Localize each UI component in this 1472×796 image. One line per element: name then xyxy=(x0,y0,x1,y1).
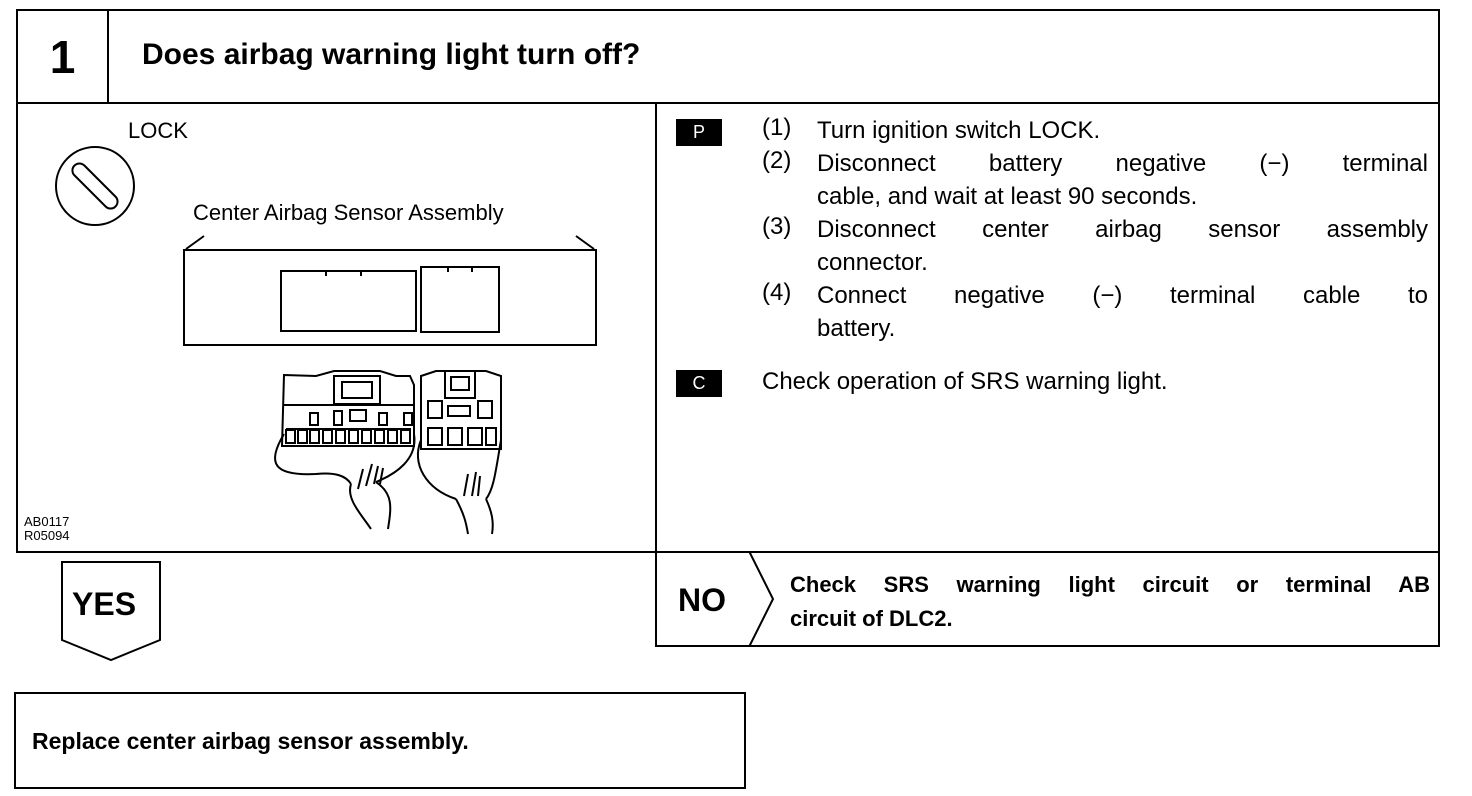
step-text: Disconnect center airbag sensor assembly… xyxy=(817,213,1428,279)
figure-code: R05094 xyxy=(24,528,70,543)
prepare-badge: P xyxy=(676,119,722,146)
step-question: Does airbag warning light turn off? xyxy=(142,38,641,71)
step-text-line: Disconnect battery negative (−) terminal xyxy=(817,150,1428,177)
connector-right xyxy=(420,370,502,450)
yes-label: YES xyxy=(72,586,137,622)
step-text-line: connector. xyxy=(817,249,928,276)
step-text-line: Disconnect center airbag sensor assembly xyxy=(817,216,1428,243)
airbag-sensor-illustration xyxy=(55,146,597,535)
no-outcome-box xyxy=(655,551,1440,647)
step-text-line: battery. xyxy=(817,315,896,342)
figure-codes: AB0117 R05094 xyxy=(24,515,70,543)
step-text-line: Connect negative (−) terminal cable to xyxy=(817,282,1428,309)
check-text: Check operation of SRS warning light. xyxy=(762,368,1168,395)
step-text-line: cable, and wait at least 90 seconds. xyxy=(817,183,1198,210)
step-header xyxy=(16,9,1440,104)
no-arrow-divider xyxy=(748,551,775,647)
yes-result-box xyxy=(14,692,746,789)
figure-code: AB0117 xyxy=(24,514,70,529)
procedure-step: (3) Disconnect center airbag sensor asse… xyxy=(762,213,1428,279)
ignition-key-icon xyxy=(55,146,135,226)
step-text: Connect negative (−) terminal cable to b… xyxy=(817,279,1428,345)
step-index: (2) xyxy=(762,147,792,174)
step-number-box xyxy=(16,9,109,104)
no-label: NO xyxy=(678,582,726,618)
connector-left xyxy=(280,370,415,447)
check-badge: C xyxy=(676,370,722,397)
sensor-label: Center Airbag Sensor Assembly xyxy=(193,200,504,225)
lock-label: LOCK xyxy=(128,118,188,143)
yes-arrow-shape xyxy=(61,561,161,662)
procedure-step: (4) Connect negative (−) terminal cable … xyxy=(762,279,1428,345)
step-text: Disconnect battery negative (−) terminal… xyxy=(817,147,1428,213)
procedure-step: (2) Disconnect battery negative (−) term… xyxy=(762,147,1428,213)
step-index: (3) xyxy=(762,213,792,240)
step-number: 1 xyxy=(49,30,76,83)
procedure-step: (1) Turn ignition switch LOCK. xyxy=(762,114,1428,147)
no-result-text: Check SRS warning light circuit or termi… xyxy=(790,568,1430,636)
step-index: (1) xyxy=(762,114,792,141)
step-text: Turn ignition switch LOCK. xyxy=(817,114,1428,147)
no-result-line: circuit of DLC2. xyxy=(790,606,953,631)
yes-result-text: Replace center airbag sensor assembly. xyxy=(32,728,469,754)
no-result-line: Check SRS warning light circuit or termi… xyxy=(790,572,1430,597)
step-text-line: Turn ignition switch LOCK. xyxy=(817,117,1101,144)
step-index: (4) xyxy=(762,279,792,306)
